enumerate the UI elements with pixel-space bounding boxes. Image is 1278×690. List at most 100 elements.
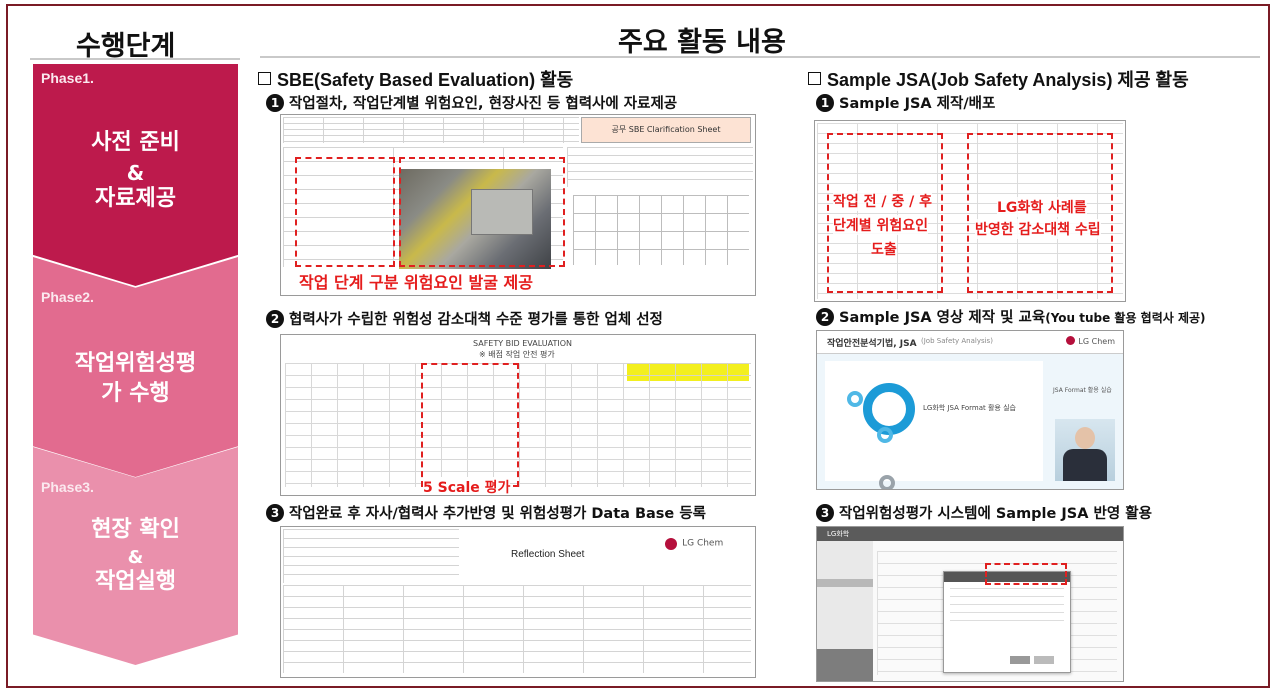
jsa-item-1: 1 Sample JSA 제작/배포 bbox=[816, 92, 995, 113]
slide-logo-text: LG Chem bbox=[1078, 337, 1115, 346]
jsa-section-title: Sample JSA(Job Safety Analysis) 제공 활동 bbox=[808, 66, 1189, 92]
reflection-title: Reflection Sheet bbox=[511, 549, 585, 560]
jsa-item-1-text: Sample JSA 제작/배포 bbox=[839, 96, 996, 112]
presenter-video bbox=[1055, 419, 1115, 481]
sbe-title-text: SBE(Safety Based Evaluation) 활동 bbox=[277, 70, 574, 90]
number-badge-icon: 2 bbox=[266, 310, 284, 328]
sbe-item-1: 1 작업절차, 작업단계별 위험요인, 현장사진 등 협력사에 자료제공 bbox=[266, 92, 677, 113]
jsa-left-caption-3: 도출 bbox=[871, 239, 897, 259]
pid-drawing bbox=[573, 195, 749, 265]
phase-column-header: 수행단계 bbox=[76, 31, 176, 62]
phase-2-line-2: 가 수행 bbox=[101, 381, 170, 406]
slide-white-panel bbox=[825, 361, 1043, 481]
number-badge-icon: 1 bbox=[816, 94, 834, 112]
nameplate-photo bbox=[471, 189, 533, 235]
sbe-section-title: SBE(Safety Based Evaluation) 활동 bbox=[258, 66, 573, 92]
activity-column-header: 주요 활동 내용 bbox=[618, 27, 786, 58]
jsa-title-text: Sample JSA(Job Safety Analysis) 제공 활동 bbox=[827, 70, 1189, 90]
checkbox-square-icon bbox=[258, 72, 271, 85]
system-modal-ok-button[interactable] bbox=[1010, 656, 1030, 664]
presenter-body bbox=[1063, 449, 1107, 481]
phase-2-line-1: 작업위험성평 bbox=[74, 351, 197, 376]
evaluation-title: SAFETY BID EVALUATION bbox=[473, 339, 573, 348]
header-divider-right bbox=[260, 56, 1260, 58]
reflection-sheet-image: Reflection Sheet LG Chem bbox=[280, 526, 756, 678]
sbe-clarification-sheet-image: 공무 SBE Clarification Sheet 작업 단계 구분 위험요인… bbox=[280, 114, 756, 296]
lgchem-logo-text: LG Chem bbox=[682, 538, 724, 549]
sbe-img1-caption: 작업 단계 구분 위험요인 발굴 제공 bbox=[299, 273, 533, 292]
system-sidebar-section bbox=[817, 649, 873, 681]
system-dash-box bbox=[985, 563, 1067, 585]
safety-bid-evaluation-image: SAFETY BID EVALUATION ※ 배점 작업 안전 평가 5 Sc… bbox=[280, 334, 756, 496]
checkbox-square-icon bbox=[808, 72, 821, 85]
lgchem-logo: LG Chem bbox=[665, 533, 745, 551]
jsa-video-slide-image[interactable]: 작업안전분석기법, JSA (Job Safety Analysis) LG C… bbox=[816, 330, 1124, 490]
reflection-body-grid bbox=[283, 585, 751, 673]
header-divider-left bbox=[30, 58, 240, 60]
jsa-system-screenshot-image: LG화학 bbox=[816, 526, 1124, 682]
jsa-hazard-dash-box bbox=[827, 133, 943, 293]
slide-body-text: LG화학 JSA Format 활용 실습 bbox=[923, 404, 1016, 412]
phase-1-line-1: 사전 준비 bbox=[91, 130, 180, 155]
ring-bottom-icon bbox=[877, 427, 893, 443]
main-frame: 수행단계 주요 활동 내용 Phase1. 사전 준비 & 자료제공 Phase… bbox=[6, 4, 1270, 688]
phase-1-arrow: Phase1. 사전 준비 & 자료제공 bbox=[33, 64, 238, 286]
sbe-item-3: 3 작업완료 후 자사/협력사 추가반영 및 위험성평가 Data Base 등록 bbox=[266, 502, 706, 523]
phase-3-arrow: Phase3. 현장 확인 & 작업실행 bbox=[33, 447, 238, 665]
system-logo-text: LG화학 bbox=[827, 530, 850, 538]
system-top-bar: LG화학 bbox=[817, 527, 1123, 541]
phase-2-arrow: Phase2. 작업위험성평 가 수행 bbox=[33, 257, 238, 477]
number-badge-icon: 2 bbox=[816, 308, 834, 326]
jsa-left-caption-2: 단계별 위험요인 bbox=[833, 215, 929, 235]
presenter-head bbox=[1075, 427, 1095, 449]
system-modal-header bbox=[944, 572, 1070, 582]
jsa-left-caption-1: 작업 전 / 중 / 후 bbox=[833, 191, 932, 211]
phase-1-name: Phase1. bbox=[41, 70, 94, 86]
sbe-item-1-text: 작업절차, 작업단계별 위험요인, 현장사진 등 협력사에 자료제공 bbox=[289, 96, 678, 112]
sbe-img2-caption: 5 Scale 평가 bbox=[423, 477, 511, 495]
sample-jsa-sheet-image: 작업 전 / 중 / 후 단계별 위험요인 도출 LG화학 사례를 반영한 감소… bbox=[814, 120, 1126, 302]
slide-title: 작업안전분석기법, JSA bbox=[827, 339, 917, 349]
sbe-item-2-text: 협력사가 수립한 위험성 감소대책 수준 평가를 통한 업체 선정 bbox=[289, 312, 663, 328]
jsa-right-caption-2: 반영한 감소대책 수립 bbox=[975, 219, 1101, 239]
number-badge-icon: 1 bbox=[266, 94, 284, 112]
lg-logo-circle-icon bbox=[1066, 336, 1076, 345]
system-modal-list bbox=[950, 588, 1064, 628]
number-badge-icon: 3 bbox=[266, 504, 284, 522]
hazard-dash-box-right bbox=[399, 157, 565, 267]
number-badge-icon: 3 bbox=[816, 504, 834, 522]
phase-3-line-3: 작업실행 bbox=[95, 569, 176, 594]
scale-dash-box bbox=[421, 363, 519, 487]
phase-3-line-1: 현장 확인 bbox=[91, 517, 180, 542]
system-sidebar-active bbox=[817, 579, 873, 587]
sbe-item-2: 2 협력사가 수립한 위험성 감소대책 수준 평가를 통한 업체 선정 bbox=[266, 308, 663, 329]
jsa-measure-dash-box bbox=[967, 133, 1113, 293]
phase-1-line-2: & bbox=[126, 161, 145, 185]
jsa-item-3-text: 작업위험성평가 시스템에 Sample JSA 반영 활용 bbox=[839, 506, 1152, 522]
phase-3-line-2: & bbox=[127, 547, 144, 568]
sbe-item-3-text: 작업완료 후 자사/협력사 추가반영 및 위험성평가 Data Base 등록 bbox=[289, 506, 706, 522]
jsa-item-2: 2 Sample JSA 영상 제작 및 교육(You tube 활용 협력사 제… bbox=[816, 306, 1206, 327]
jsa-item-3: 3 작업위험성평가 시스템에 Sample JSA 반영 활용 bbox=[816, 502, 1152, 523]
slide-logo: LG Chem bbox=[1066, 336, 1115, 346]
reflection-header-grid bbox=[283, 529, 459, 583]
hazard-dash-box-left bbox=[295, 157, 395, 267]
ring-gray-icon bbox=[879, 475, 895, 489]
phase-1-line-3: 자료제공 bbox=[95, 186, 176, 211]
jsa-right-caption-1: LG화학 사례를 bbox=[997, 197, 1087, 217]
slide-title-bar: 작업안전분석기법, JSA (Job Safety Analysis) LG C… bbox=[817, 331, 1123, 354]
ring-small-icon bbox=[847, 391, 863, 407]
sheet-title-cell: 공무 SBE Clarification Sheet bbox=[581, 117, 751, 143]
phase-3-name: Phase3. bbox=[41, 479, 94, 495]
slide-tag-text: JSA Format 활용 실습 bbox=[1053, 387, 1112, 394]
slide-subtitle: (Job Safety Analysis) bbox=[921, 337, 993, 345]
system-modal-cancel-button[interactable] bbox=[1034, 656, 1054, 664]
sheet-header-grid bbox=[283, 117, 579, 143]
jsa-item-2-text: Sample JSA 영상 제작 및 교육 bbox=[839, 310, 1046, 326]
jsa-item-2-suffix: (You tube 활용 협력사 제공) bbox=[1045, 311, 1206, 325]
sheet-notes-grid bbox=[567, 147, 753, 187]
system-modal bbox=[943, 571, 1071, 673]
system-sidebar bbox=[817, 541, 873, 681]
lg-logo-circle-icon bbox=[665, 537, 677, 550]
evaluation-subtitle: ※ 배점 작업 안전 평가 bbox=[479, 350, 555, 359]
